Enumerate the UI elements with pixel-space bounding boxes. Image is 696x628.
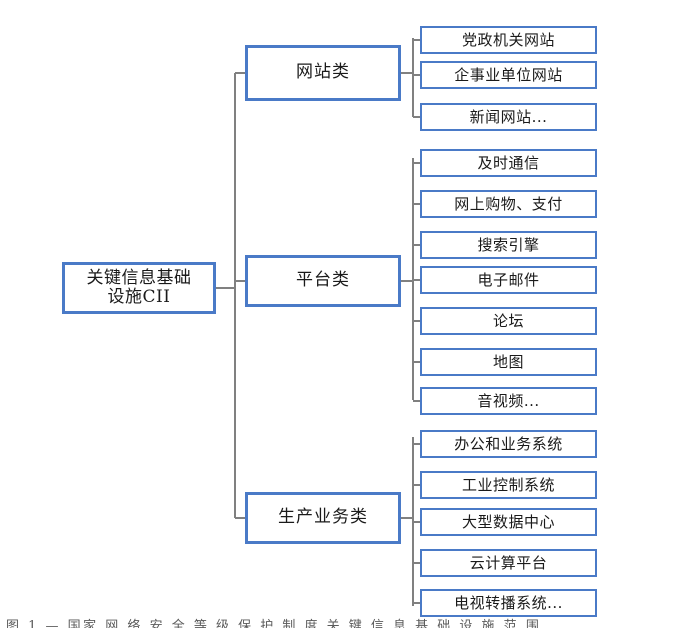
- leaf-node[interactable]: 办公和业务系统: [420, 430, 597, 458]
- leaf-node[interactable]: 及时通信: [420, 149, 597, 177]
- leaf-node[interactable]: 新闻网站...: [420, 103, 597, 131]
- leaf-node[interactable]: 工业控制系统: [420, 471, 597, 499]
- leaf-node[interactable]: 大型数据中心: [420, 508, 597, 536]
- leaf-node[interactable]: 电视转播系统...: [420, 589, 597, 617]
- leaf-node[interactable]: 网上购物、支付: [420, 190, 597, 218]
- category-node-platform[interactable]: 平台类: [245, 255, 401, 307]
- figure-caption: 图 1 — 国家 网 络 安 全 等 级 保 护 制 度 关 键 信 息 基 础…: [0, 618, 696, 628]
- category-node-website[interactable]: 网站类: [245, 45, 401, 101]
- leaf-node[interactable]: 企事业单位网站: [420, 61, 597, 89]
- category-node-production[interactable]: 生产业务类: [245, 492, 401, 544]
- leaf-node[interactable]: 地图: [420, 348, 597, 376]
- leaf-node[interactable]: 搜索引擎: [420, 231, 597, 259]
- leaf-node[interactable]: 论坛: [420, 307, 597, 335]
- leaf-node[interactable]: 云计算平台: [420, 549, 597, 577]
- figure-caption-text: 图 1 — 国家 网 络 安 全 等 级 保 护 制 度 关 键 信 息 基 础…: [6, 619, 542, 628]
- root-node[interactable]: 关键信息基础 设施CII: [62, 262, 216, 314]
- leaf-node[interactable]: 电子邮件: [420, 266, 597, 294]
- leaf-node[interactable]: 党政机关网站: [420, 26, 597, 54]
- leaf-node[interactable]: 音视频...: [420, 387, 597, 415]
